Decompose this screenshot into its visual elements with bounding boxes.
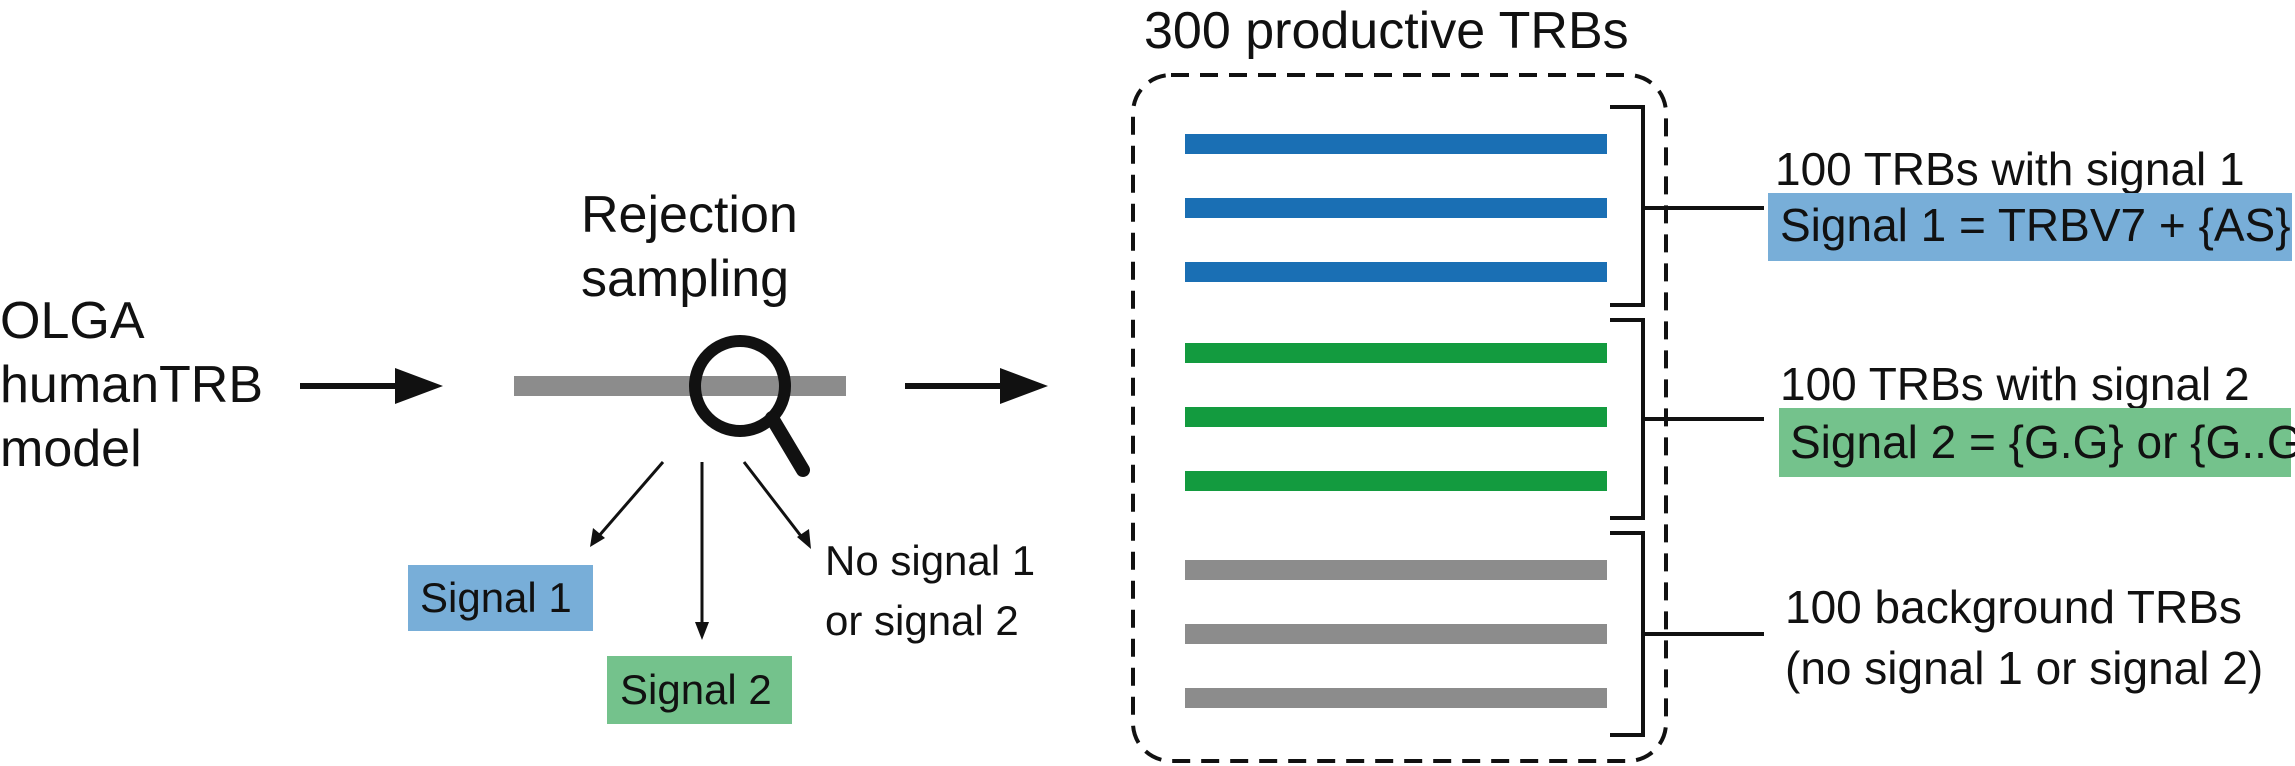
- trb-bar-background: [1185, 688, 1607, 708]
- sampling-title-line-1: Rejection: [581, 186, 798, 244]
- signal-2-label: Signal 2: [620, 666, 772, 713]
- arrow-sampling-to-output: [905, 368, 1048, 404]
- group-2-heading: 100 TRBs with signal 2: [1780, 358, 2250, 410]
- trb-bar-signal-2: [1185, 471, 1607, 491]
- model-line-2: humanTRB: [0, 356, 263, 414]
- group-1-signal-label: Signal 1 = TRBV7 + {AS}: [1780, 199, 2291, 251]
- bracket-group-1: [1610, 105, 1645, 307]
- trb-bar-signal-1: [1185, 198, 1607, 218]
- group-1-signal-box: [1768, 193, 2292, 261]
- bracket-group-3: [1610, 531, 1645, 737]
- outcome-arrows: [590, 461, 811, 640]
- group-3-heading-line-2: (no signal 1 or signal 2): [1785, 642, 2263, 694]
- trb-bar-signal-2: [1185, 407, 1607, 427]
- no-signal-line-2: or signal 2: [825, 597, 1019, 644]
- no-signal-label: No signal 1 or signal 2: [825, 537, 1035, 644]
- rejection-sampling-title: Rejection sampling: [581, 186, 798, 308]
- olga-model-label: OLGA humanTRB model: [0, 292, 263, 478]
- trb-bars: [1185, 134, 1607, 708]
- trb-bar-background: [1185, 560, 1607, 580]
- signal-1-label: Signal 1: [420, 574, 572, 621]
- signal-2-box: [607, 656, 792, 724]
- bracket-group-2: [1610, 318, 1645, 520]
- group-2-signal-label: Signal 2 = {G.G} or {G..G}: [1790, 416, 2295, 468]
- group-3-heading-line-1: 100 background TRBs: [1785, 581, 2242, 633]
- trb-bar-signal-1: [1185, 134, 1607, 154]
- arrow-model-to-sampling: [300, 368, 443, 404]
- trb-bar-background: [1185, 624, 1607, 644]
- group-1-heading: 100 TRBs with signal 1: [1775, 143, 2245, 195]
- model-line-1: OLGA: [0, 292, 145, 350]
- output-title: 300 productive TRBs: [1144, 2, 1629, 60]
- trb-bar-signal-2: [1185, 343, 1607, 363]
- group-brackets: [1610, 105, 1764, 737]
- model-line-3: model: [0, 420, 142, 478]
- signal-1-box: [408, 565, 593, 631]
- trb-bar-signal-1: [1185, 262, 1607, 282]
- sequence-bar: [514, 376, 846, 396]
- no-signal-line-1: No signal 1: [825, 537, 1035, 584]
- group-2-signal-box: [1779, 408, 2291, 477]
- sampling-title-line-2: sampling: [581, 250, 789, 308]
- magnifier-icon: [689, 335, 810, 477]
